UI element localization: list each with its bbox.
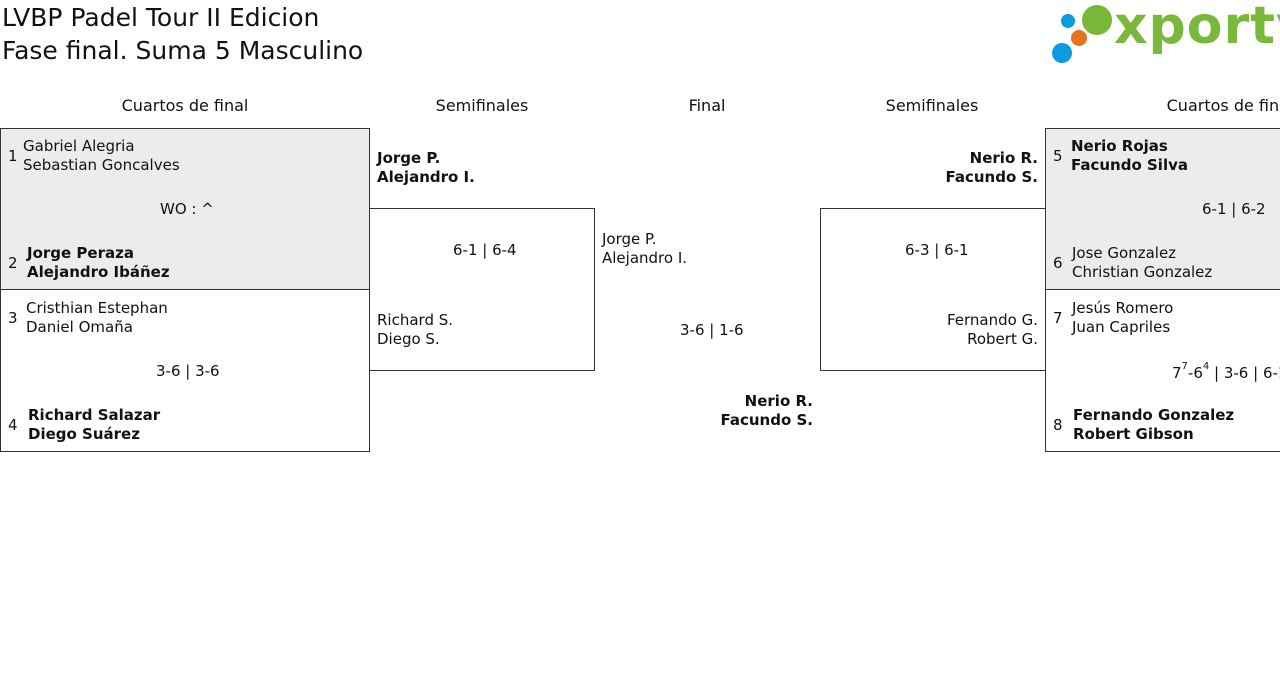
player-name: Alejandro Ibáñez — [27, 263, 170, 281]
round-header-left-qf: Cuartos de final — [121, 96, 249, 115]
player-name: Cristhian Estephan — [26, 299, 168, 317]
logo-dot-orange — [1071, 30, 1087, 46]
round-header-left-sf: Semifinales — [435, 96, 529, 115]
match-score: 3-6 | 3-6 — [156, 362, 220, 380]
player-name: Jose Gonzalez — [1072, 244, 1177, 262]
round-header-right-sf: Semifinales — [885, 96, 979, 115]
player-name: Nerio Rojas — [1071, 137, 1168, 155]
match-score: 6-1 | 6-4 — [453, 241, 517, 259]
right-qf-match-2[interactable]: 7 Jesús Romero Juan Capriles 77-64 | 3-6… — [1045, 289, 1280, 452]
seed-number: 1 — [8, 147, 18, 165]
logo-wordmark: xporty — [1114, 0, 1280, 56]
right-qf-match-1[interactable]: 5 Nerio Rojas Facundo Silva 6-1 | 6-2 6 … — [1045, 128, 1280, 290]
right-sf-match[interactable]: 6-3 | 6-1 Fernando G. Robert G. — [820, 208, 1046, 371]
player-name: Robert G. — [967, 330, 1038, 348]
match-score: 77-64 | 3-6 | 6-1 — [1172, 361, 1280, 382]
player-name: Daniel Omaña — [26, 318, 133, 336]
player-name: Richard S. — [377, 311, 454, 329]
left-sf-match[interactable]: 6-1 | 6-4 Richard S. Diego S. — [369, 208, 595, 371]
player-name: Fernando Gonzalez — [1073, 406, 1235, 424]
player-name: Diego Suárez — [28, 425, 140, 443]
match-score: 6-3 | 6-1 — [905, 241, 969, 259]
seed-number: 5 — [1053, 147, 1063, 165]
seed-number: 4 — [8, 416, 18, 434]
player-name: Jesús Romero — [1072, 299, 1174, 317]
player-name: Alejandro I. — [602, 249, 688, 267]
seed-number: 8 — [1053, 416, 1063, 434]
logo-dot-blue — [1052, 43, 1072, 63]
player-name: Diego S. — [377, 330, 440, 348]
left-qf-match-1[interactable]: 1 Gabriel Alegria Sebastian Goncalves WO… — [0, 128, 370, 290]
player-name: Sebastian Goncalves — [23, 156, 180, 174]
right-sf-player: Facundo S. — [945, 168, 1038, 186]
round-header-right-qf: Cuartos de final — [1166, 96, 1280, 115]
player-name: Facundo S. — [720, 411, 813, 429]
match-score: 3-6 | 1-6 — [680, 321, 744, 339]
player-name: Gabriel Alegria — [23, 137, 135, 155]
match-score: WO : ^ — [160, 200, 214, 218]
xporty-logo[interactable]: xporty — [1050, 0, 1280, 68]
page-subtitle: Fase final. Suma 5 Masculino — [2, 36, 364, 65]
left-qf-match-2[interactable]: 3 Cristhian Estephan Daniel Omaña 3-6 | … — [0, 289, 370, 452]
left-sf-player: Alejandro I. — [377, 168, 475, 186]
player-name: Fernando G. — [946, 311, 1038, 329]
player-name: Christian Gonzalez — [1072, 263, 1213, 281]
player-name: Richard Salazar — [28, 406, 161, 424]
player-name: Nerio R. — [744, 392, 813, 410]
player-name: Jorge Peraza — [27, 244, 134, 262]
final-match[interactable]: Jorge P. Alejandro I. 3-6 | 1-6 Nerio R.… — [594, 208, 821, 438]
page-title: LVBP Padel Tour II Edicion — [2, 3, 320, 32]
logo-dot-green — [1082, 5, 1112, 35]
seed-number: 6 — [1053, 254, 1063, 272]
player-name: Facundo Silva — [1071, 156, 1188, 174]
player-name: Juan Capriles — [1072, 318, 1171, 336]
right-sf-player: Nerio R. — [969, 149, 1038, 167]
logo-dot-blue-small — [1061, 14, 1075, 28]
player-name: Robert Gibson — [1073, 425, 1194, 443]
left-sf-player: Jorge P. — [377, 149, 441, 167]
player-name: Jorge P. — [602, 230, 657, 248]
seed-number: 3 — [8, 309, 18, 327]
match-score: 6-1 | 6-2 — [1202, 200, 1266, 218]
seed-number: 7 — [1053, 309, 1063, 327]
round-header-final: Final — [688, 96, 726, 115]
seed-number: 2 — [8, 254, 18, 272]
